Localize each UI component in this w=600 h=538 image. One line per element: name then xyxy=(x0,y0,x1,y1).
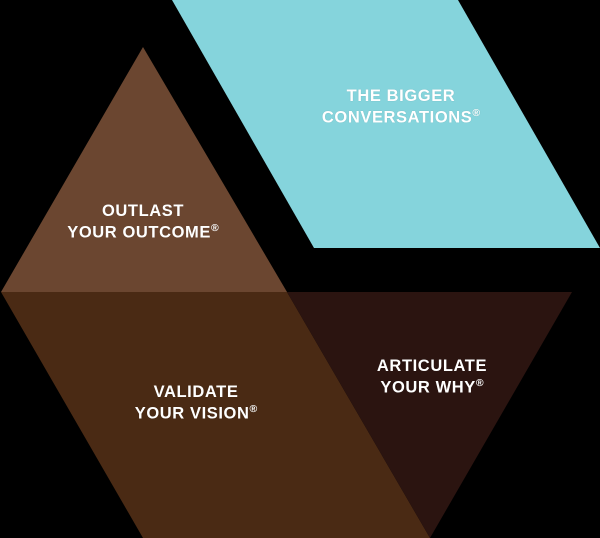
registered-mark-icon: ® xyxy=(211,221,219,234)
segment-label-line2: YOUR VISION® xyxy=(134,402,258,423)
segment-label-line2: YOUR WHY® xyxy=(380,376,484,397)
registered-mark-icon: ® xyxy=(475,376,484,389)
registered-mark-icon: ® xyxy=(472,106,481,119)
segment-label-validate-your-vision: VALIDATE YOUR VISION® xyxy=(135,382,258,424)
segment-label-line1: VALIDATE xyxy=(153,382,239,401)
segment-label-line2: YOUR OUTCOME® xyxy=(67,221,219,242)
segment-label-line1: ARTICULATE xyxy=(376,356,488,375)
segment-shape-bigger-conversations[interactable] xyxy=(172,0,600,248)
segment-label-articulate-your-why: ARTICULATE YOUR WHY® xyxy=(377,356,487,398)
registered-mark-icon: ® xyxy=(249,402,258,415)
segment-label-line1: THE BIGGER xyxy=(346,86,456,105)
segment-label-outlast-your-outcome: OUTLAST YOUR OUTCOME® xyxy=(67,201,219,243)
segment-label-line1: OUTLAST xyxy=(101,201,185,220)
segment-label-line2: CONVERSATIONS® xyxy=(321,106,481,127)
segment-label-bigger-conversations: THE BIGGER CONVERSATIONS® xyxy=(322,86,480,128)
segment-shape-outlast-your-outcome[interactable] xyxy=(1,47,287,292)
segment-shape-articulate-your-why[interactable] xyxy=(287,292,572,538)
